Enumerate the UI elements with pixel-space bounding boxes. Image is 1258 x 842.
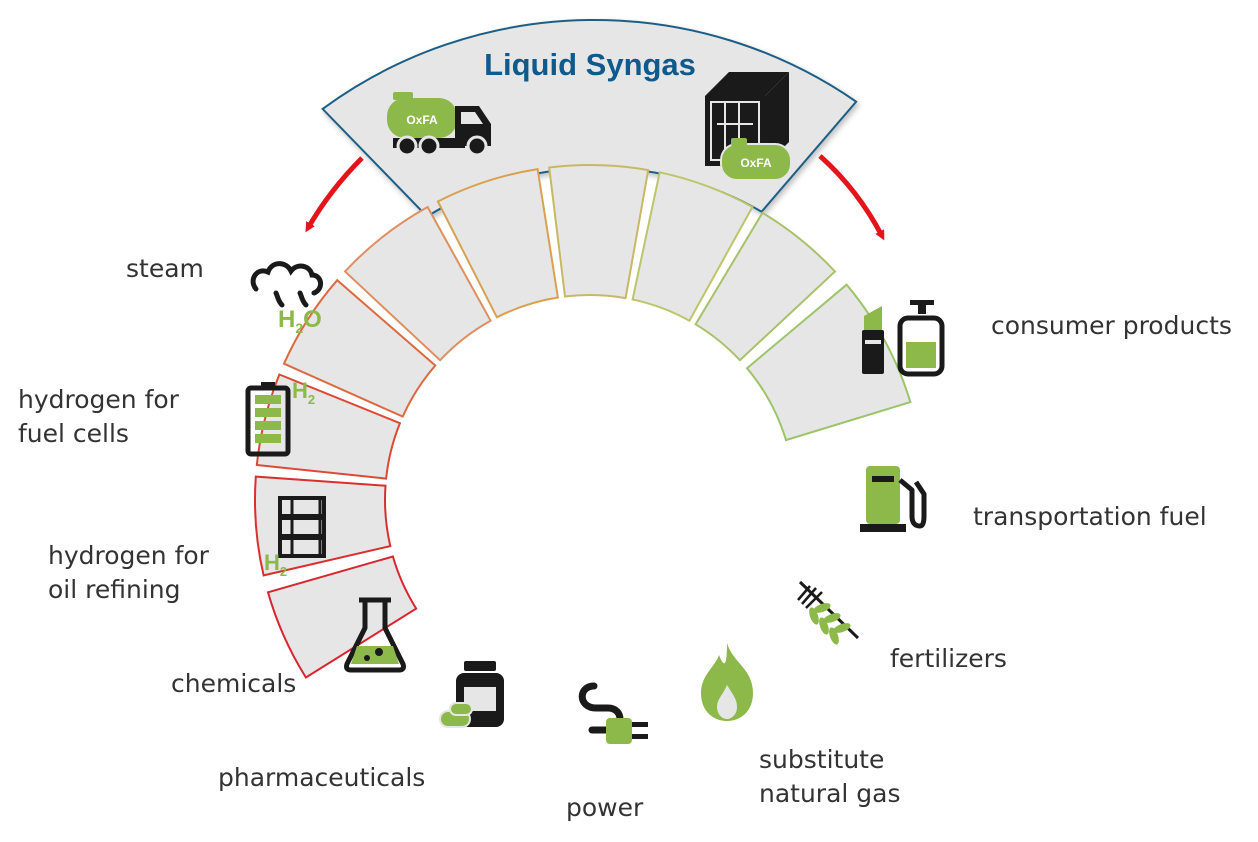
segment-ring xyxy=(254,164,912,679)
label-steam: steam xyxy=(126,254,204,283)
steam-cloud-icon: H2O xyxy=(250,261,323,336)
label-fertilizers: fertilizers xyxy=(890,644,1007,673)
label-transportation-fuel: transportation fuel xyxy=(973,502,1207,531)
segment-power xyxy=(436,167,560,319)
truck-badge: OxFA xyxy=(406,113,438,127)
segment-fertilizers xyxy=(631,171,754,323)
diagram-title: Liquid Syngas xyxy=(484,47,696,82)
tank-badge: OxFA xyxy=(740,156,772,170)
fuel-cell-formula: H2 xyxy=(292,378,315,407)
label-power: power xyxy=(566,793,644,822)
segment-substitute-natural-gas xyxy=(548,164,650,300)
steam-formula: H2O xyxy=(278,306,322,336)
label-pharmaceuticals: pharmaceuticals xyxy=(218,763,426,792)
segment-pharmaceuticals xyxy=(343,205,492,362)
fuel-pump-icon xyxy=(860,466,927,532)
flask-icon xyxy=(344,597,406,673)
label-consumer-products: consumer products xyxy=(991,311,1232,340)
battery-icon: H2 xyxy=(245,378,315,457)
cosmetics-icon xyxy=(862,300,945,377)
arrow-right xyxy=(818,154,885,241)
segment-transportation-fuel xyxy=(694,211,837,362)
label-chemicals: chemicals xyxy=(171,669,297,698)
segment-chemicals xyxy=(282,278,437,418)
wheat-icon xyxy=(797,580,860,645)
power-plug-icon xyxy=(578,682,648,744)
oil-barrels-icon: H2 xyxy=(264,496,326,579)
tanker-truck-icon: OxFA xyxy=(387,92,491,157)
container-tank-icon: OxFA xyxy=(705,72,792,181)
segment-steam xyxy=(266,555,418,679)
flame-icon xyxy=(701,643,753,721)
refining-formula: H2 xyxy=(264,550,287,579)
medicine-jar-icon xyxy=(439,661,504,728)
arrow-left xyxy=(305,156,364,233)
